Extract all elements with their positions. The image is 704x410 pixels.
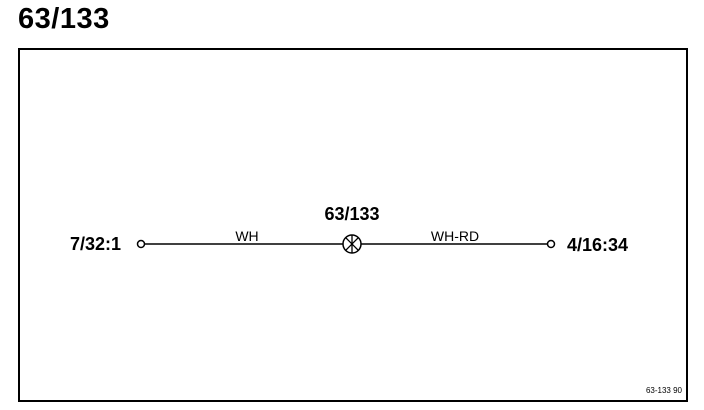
right-wire-color-label: WH-RD — [431, 228, 479, 244]
right-terminal-icon — [546, 239, 556, 249]
left-terminal-label: 7/32:1 — [70, 234, 121, 254]
reference-code: 63-133 90 — [646, 386, 683, 395]
page-title: 63/133 — [18, 3, 110, 35]
diagram-frame — [18, 48, 688, 402]
bulb-cross-symbol-icon — [342, 234, 362, 254]
left-wire-color-label: WH — [235, 228, 258, 244]
left-terminal-icon — [136, 239, 146, 249]
right-terminal-label: 4/16:34 — [567, 235, 628, 255]
center-component-label: 63/133 — [324, 204, 379, 224]
